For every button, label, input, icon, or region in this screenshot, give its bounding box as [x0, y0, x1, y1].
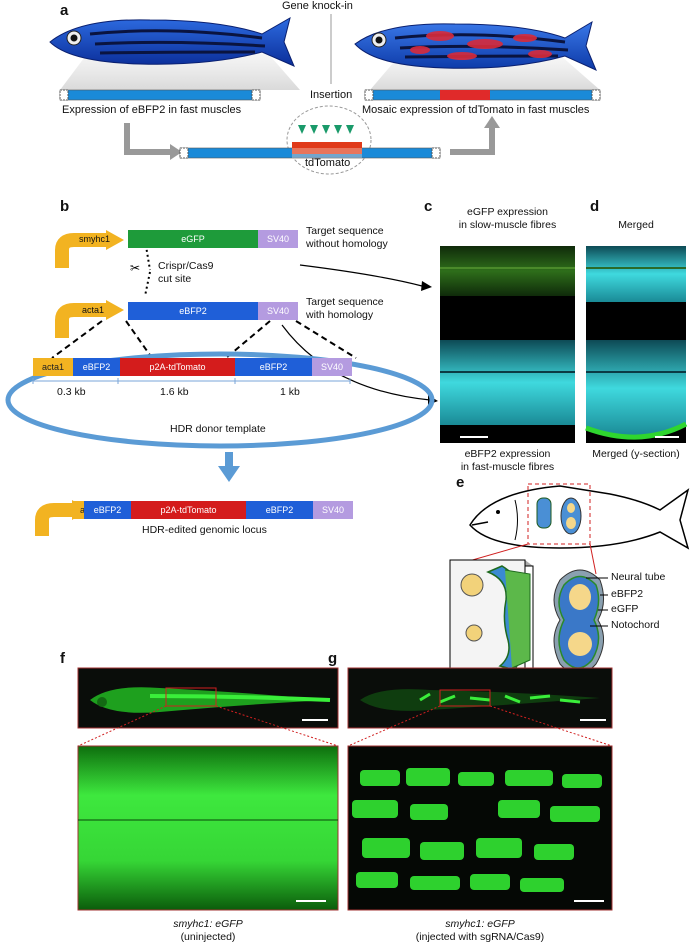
panel-label-a: a	[60, 2, 69, 19]
insertion-triangles	[298, 125, 354, 134]
panel-label-g: g	[328, 650, 338, 667]
cross-section	[553, 569, 604, 675]
arrow-to-slow	[299, 264, 423, 287]
gene-knock-in-title: Gene knock-in	[282, 0, 353, 12]
target2-line2: with homology	[306, 309, 374, 321]
cut-site-dots-2	[144, 271, 151, 297]
panel-g-zoom	[347, 745, 613, 911]
panel-c-bottom-line2: in fast-muscle fibres	[460, 461, 555, 473]
panel-c-top-line2: in slow-muscle fibres	[458, 219, 557, 231]
fish-outline	[469, 483, 690, 550]
left-grey-arrow-shaft	[124, 123, 172, 155]
homology-line-2	[125, 320, 153, 359]
panel-f-caption: smyhc1: eGFP	[173, 918, 243, 930]
zoom-line-right	[589, 543, 597, 575]
homology-line-4	[295, 320, 357, 359]
right-grey-arrowhead	[484, 116, 500, 128]
sv40-segment-1: SV40	[258, 230, 298, 248]
hdr-edited-label: HDR-edited genomic locus	[142, 524, 267, 536]
right-dna-strip	[364, 89, 601, 101]
tdtomato-label: tdTomato	[305, 157, 351, 169]
panel-c-top-line1: eGFP expression	[467, 206, 548, 218]
donor-sv40-segment: SV40	[312, 358, 352, 376]
panel-g-caption: smyhc1: eGFP	[445, 918, 515, 930]
bottom-dna-strip	[179, 142, 441, 159]
promoter-arrow-2	[55, 300, 124, 338]
blue-fish	[49, 16, 295, 67]
f-zoom-right	[215, 705, 339, 747]
panel-label-c: c	[424, 198, 433, 215]
insertion-label: Insertion	[310, 89, 353, 101]
mosaic-fish	[354, 20, 597, 71]
neural-tube-label: Neural tube	[611, 571, 666, 583]
length-1kb: 1 kb	[280, 386, 300, 398]
scissors-icon: ✂	[130, 261, 140, 275]
left-fish-caption: Expression of eBFP2 in fast muscles	[62, 104, 242, 116]
panel-label-b: b	[60, 198, 70, 215]
crispr-line2: cut site	[158, 273, 192, 285]
panel-f-overview	[77, 667, 339, 729]
panel-c-image	[440, 246, 575, 443]
panel-d-image	[585, 246, 688, 443]
donor-p2a-segment: p2A-tdTomato	[120, 358, 235, 376]
ebfp2-segment: eBFP2	[128, 302, 258, 320]
insertion-circle	[286, 105, 372, 175]
egfp-label: eGFP	[611, 603, 639, 615]
right-grey-arrow-shaft	[450, 126, 495, 155]
g-zoom-right	[489, 705, 613, 747]
hdr-donor-label: HDR donor template	[170, 423, 266, 435]
length-1-6kb: 1.6 kb	[160, 386, 189, 398]
notochord-label: Notochord	[611, 619, 660, 631]
arrow-to-fast	[281, 324, 431, 401]
down-arrow-head	[218, 466, 240, 482]
donor-ebfp2-segment-a: eBFP2	[73, 358, 120, 376]
panel-f-subcaption: (uninjected)	[180, 931, 236, 943]
g-zoom-left	[347, 705, 441, 747]
egfp-segment: eGFP	[128, 230, 258, 248]
donor-ring	[5, 351, 435, 449]
panel-f-zoom	[77, 745, 339, 911]
acta1-promoter-label: acta1	[82, 305, 105, 315]
left-grey-arrowhead	[170, 144, 182, 160]
left-dna-strip	[59, 89, 261, 101]
panel-label-f: f	[60, 650, 65, 667]
panel-c-bottom-line1: eBFP2 expression	[464, 448, 551, 460]
target2-line1: Target sequence	[306, 296, 384, 308]
donor-ebfp2-segment-b: eBFP2	[235, 358, 312, 376]
edited-p2a-segment: p2A-tdTomato	[131, 501, 246, 519]
arrow-to-slow-head	[421, 281, 432, 291]
down-arrow-shaft	[225, 452, 233, 468]
edited-sv40-segment: SV40	[313, 501, 353, 519]
crispr-line1: Crispr/Cas9	[158, 260, 214, 272]
ebfp2-label: eBFP2	[611, 588, 644, 600]
muscle-block-3d	[449, 559, 534, 687]
sv40-segment-2: SV40	[258, 302, 298, 320]
promoter-arrow-1	[55, 230, 124, 268]
right-fish-caption: Mosaic expression of tdTomato in fast mu…	[362, 104, 590, 116]
homology-line-1	[51, 320, 103, 359]
panel-label-d: d	[590, 198, 600, 215]
panel-g-overview	[347, 667, 613, 729]
edited-ebfp2-segment-a: eBFP2	[84, 501, 131, 519]
target1-line1: Target sequence	[306, 225, 384, 237]
target1-line2: without homology	[306, 238, 388, 250]
panel-d-top-label: Merged	[618, 219, 654, 231]
panel-label-e: e	[456, 474, 465, 491]
panel-g-subcaption: (injected with sgRNA/Cas9)	[415, 931, 545, 943]
f-zoom-left	[77, 705, 167, 747]
edited-ebfp2-segment-b: eBFP2	[246, 501, 313, 519]
panel-d-bottom-label: Merged (y-section)	[592, 448, 680, 460]
length-0-3kb: 0.3 kb	[57, 386, 86, 398]
donor-acta1-segment: acta1	[33, 358, 73, 376]
smyhc1-promoter-label: smyhc1	[79, 234, 111, 244]
